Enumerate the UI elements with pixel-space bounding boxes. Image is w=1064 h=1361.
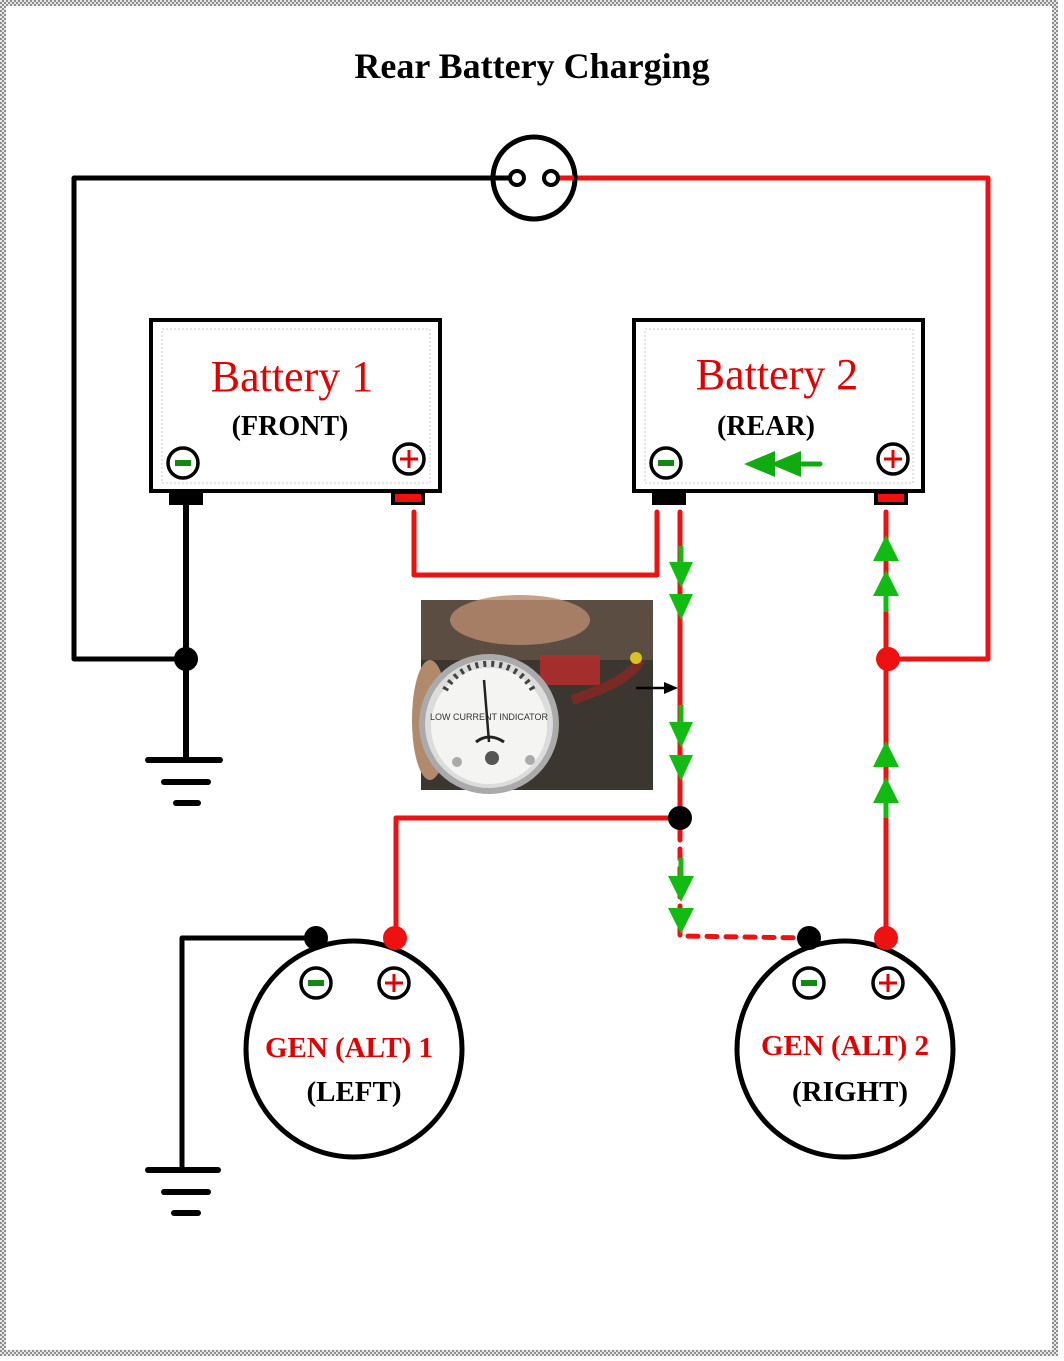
arrow-up-icon — [873, 741, 899, 767]
generator-1-positive-icon — [377, 966, 411, 1000]
diagram-title: Rear Battery Charging — [354, 46, 709, 86]
battery-2: Battery 2 (REAR) — [632, 318, 925, 505]
generator-1-negative-icon — [299, 966, 333, 1000]
junction-gen2-positive-node — [876, 647, 900, 671]
generator-1: GEN (ALT) 1 (LEFT) — [243, 926, 465, 1160]
battery-1-position: (FRONT) — [232, 411, 349, 442]
junction-battery2-negative-node — [668, 806, 692, 830]
wire-connector-positive — [549, 175, 991, 662]
battery-2-negative-terminal — [652, 491, 686, 505]
battery-2-name: Battery 2 — [696, 350, 859, 399]
battery-2-position: (REAR) — [717, 411, 815, 442]
generator-1-position: (LEFT) — [306, 1076, 401, 1108]
generator-1-positive-node — [383, 926, 407, 950]
generator-2: GEN (ALT) 2 (RIGHT) — [734, 926, 956, 1160]
battery-2-positive-icon — [876, 442, 910, 476]
arrow-up-icon — [873, 535, 899, 561]
current-flow-arrows — [668, 535, 899, 934]
wire-connector-negative — [71, 175, 513, 662]
connector-pin-negative — [508, 169, 526, 187]
generator-2-position: (RIGHT) — [792, 1076, 908, 1108]
generator-2-positive-icon — [871, 966, 905, 1000]
generator-2-positive-node — [874, 926, 898, 950]
battery-1-negative-terminal — [169, 491, 203, 505]
battery-1-negative-icon — [166, 446, 200, 480]
arrow-down-icon — [669, 755, 693, 781]
charging-connector — [490, 134, 578, 222]
battery-2-negative-icon — [649, 446, 683, 480]
battery-1-positive-terminal — [391, 491, 425, 505]
junction-ground-node — [174, 647, 198, 671]
wire-dotted-to-gen2-negative — [677, 827, 811, 941]
arrow-up-icon — [873, 570, 899, 612]
battery-2-positive-terminal — [874, 491, 908, 505]
low-current-indicator-photo: LOW CURRENT INDICATOR — [412, 595, 653, 794]
wire-junction-to-gen1-positive — [393, 815, 683, 941]
gauge-dial: LOW CURRENT INDICATOR — [419, 654, 559, 794]
gauge-pointer-arrow-icon — [636, 682, 678, 694]
battery-2-current-arrow-icon — [744, 451, 823, 477]
wire-battery1-positive-to-battery2 — [411, 509, 660, 578]
battery-1: Battery 1 (FRONT) — [149, 318, 442, 505]
battery-1-positive-icon — [392, 442, 426, 476]
arrow-down-icon — [669, 546, 693, 588]
arrow-down-icon — [669, 705, 693, 748]
wire-gen1-negative-ground — [179, 935, 319, 1171]
gauge-label: LOW CURRENT INDICATOR — [430, 712, 549, 722]
ground-symbol-upper — [145, 757, 223, 806]
battery-1-name: Battery 1 — [211, 352, 374, 401]
generator-2-negative-node — [797, 926, 821, 950]
connector-pin-positive — [542, 169, 560, 187]
arrow-up-icon — [873, 777, 899, 818]
arrow-down-icon — [668, 908, 694, 934]
generator-2-name: GEN (ALT) 2 — [761, 1030, 929, 1062]
ground-symbol-lower — [145, 1167, 221, 1216]
arrow-down-icon — [669, 594, 693, 620]
generator-1-negative-node — [304, 926, 328, 950]
generator-1-name: GEN (ALT) 1 — [265, 1032, 433, 1064]
arrow-down-icon — [668, 858, 694, 902]
generator-2-negative-icon — [792, 966, 826, 1000]
